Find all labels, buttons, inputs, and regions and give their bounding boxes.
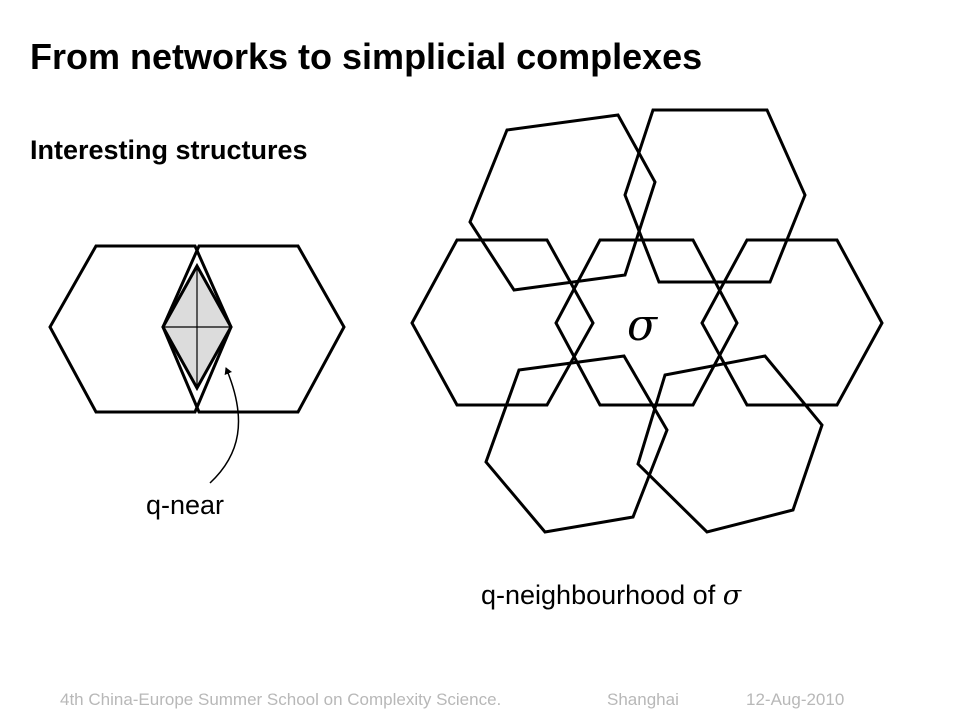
south-east-hexagon [636, 354, 824, 534]
q-near-label: q-near [146, 490, 225, 520]
q-neighbourhood-label: q-neighbourhood of [481, 580, 716, 610]
west-hexagon [410, 238, 595, 407]
q-neighbourhood-figure [410, 108, 884, 534]
caption-sigma-symbol: σ [722, 580, 742, 611]
east-hexagon [700, 238, 884, 407]
sigma-symbol: σ [627, 300, 658, 351]
footer-location: Shanghai [607, 690, 679, 709]
right-hexagon [161, 244, 346, 414]
q-near-arrow [209, 367, 240, 484]
footer-event: 4th China-Europe Summer School on Comple… [60, 690, 502, 709]
left-hexagon [48, 244, 233, 414]
south-west-hexagon [484, 354, 669, 534]
slide-subtitle: Interesting structures [30, 135, 308, 165]
north-west-hexagon [468, 113, 657, 292]
q-near-figure [48, 244, 346, 484]
footer-date: 12-Aug-2010 [746, 690, 845, 709]
center-hexagon-sigma [554, 238, 739, 407]
slide-title: From networks to simplicial complexes [30, 36, 703, 77]
q-neighbourhood-caption: q-neighbourhood of σ [481, 580, 741, 611]
north-east-hexagon [623, 108, 807, 284]
